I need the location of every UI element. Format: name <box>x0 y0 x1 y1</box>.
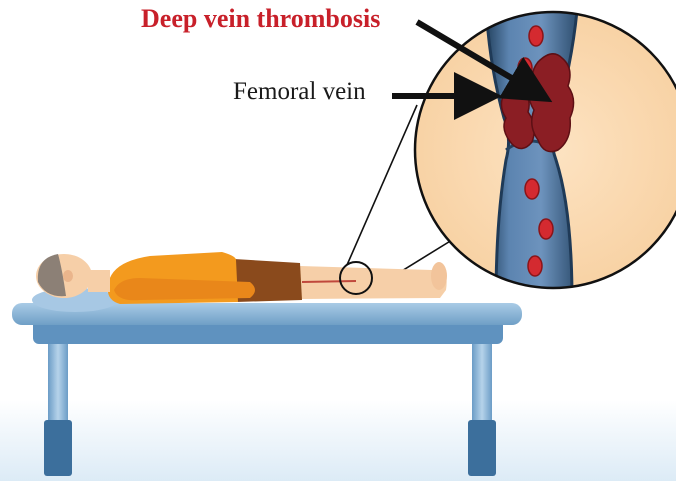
blood-cell <box>525 179 539 199</box>
table-foot-right <box>468 420 496 476</box>
femoral-vein-line <box>302 281 356 282</box>
blood-cell <box>529 26 543 46</box>
blood-cell <box>528 256 542 276</box>
blood-clot-right <box>529 54 574 152</box>
femoral-vein-label: Femoral vein <box>233 78 366 106</box>
patient-neck <box>88 270 110 292</box>
blood-cell <box>518 58 532 78</box>
table-foot-left <box>44 420 72 476</box>
patient-foot <box>431 262 447 290</box>
floor-shading <box>0 400 676 481</box>
blood-cell <box>539 219 553 239</box>
deep-vein-thrombosis-label: Deep vein thrombosis <box>141 4 380 34</box>
patient-ear <box>63 270 73 282</box>
